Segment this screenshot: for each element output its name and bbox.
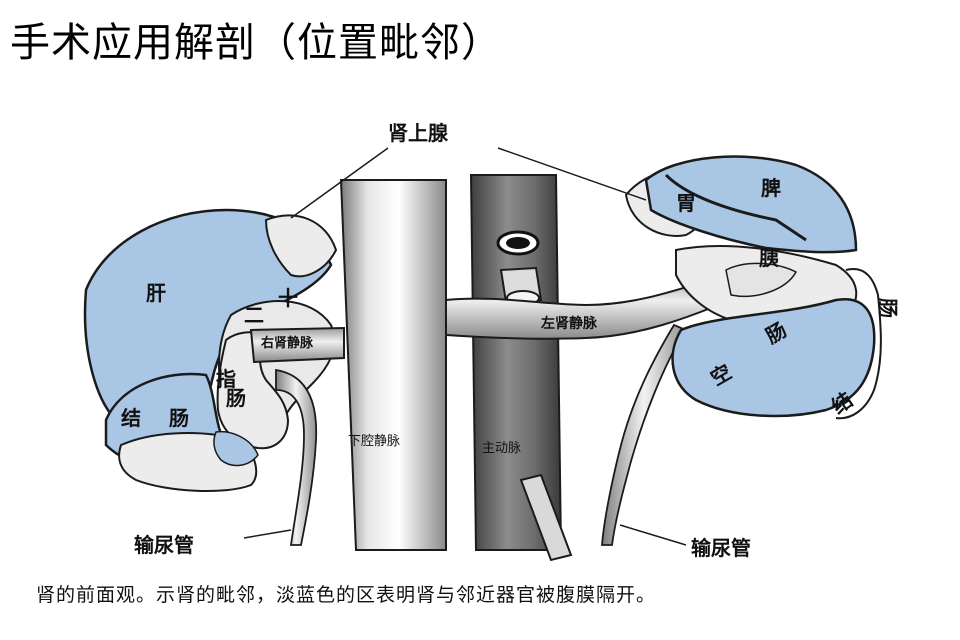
aorta — [469, 174, 573, 562]
label-stomach: 胃 — [676, 191, 696, 215]
label-duodenum-2: 二 — [244, 303, 264, 327]
label-colon-right-1: 结 — [121, 406, 141, 430]
label-duodenum-1: 十 — [278, 286, 298, 310]
inferior-vena-cava — [339, 179, 447, 551]
left-colon-edge — [835, 268, 882, 420]
stomach-divider — [664, 173, 807, 242]
left-kidney-region — [624, 155, 882, 420]
right-renal-vein — [249, 326, 345, 364]
label-ureter-right-side: 输尿管 — [134, 533, 194, 557]
kidney-anatomy-diagram: 肾上腺 肝 十 二 指 肠 结 肠 右肾静脉 左肾静脉 下腔静脉 主动脉 胃 脾… — [83, 121, 900, 562]
label-spleen: 脾 — [761, 176, 781, 200]
leader-lines — [243, 147, 687, 546]
label-pancreas: 胰 — [759, 246, 779, 270]
label-colon-left-2: 肠 — [876, 298, 900, 318]
right-adrenal — [264, 214, 338, 278]
label-duodenum-4: 肠 — [226, 386, 246, 410]
label-colon-right-2: 肠 — [169, 406, 189, 430]
slide-title: 手术应用解剖（位置毗邻） — [10, 20, 502, 66]
label-ivc: 下腔静脉 — [348, 434, 400, 449]
right-ureter — [275, 368, 318, 546]
inferior-mesenteric-artery — [519, 473, 573, 562]
label-ureter-left-side: 输尿管 — [691, 536, 751, 560]
pancreas-tail — [725, 262, 798, 297]
label-aorta: 主动脉 — [482, 441, 521, 456]
stomach-spleen-area — [644, 155, 858, 254]
label-right-renal-vein: 右肾静脉 — [260, 335, 314, 351]
figure-caption: 肾的前面观。示肾的毗邻，淡蓝色的区表明肾与邻近器官被腹膜隔开。 — [36, 584, 657, 606]
jejunum-area — [671, 297, 876, 418]
label-adrenal: 肾上腺 — [388, 121, 449, 145]
right-colon-blue-wedge — [213, 430, 259, 467]
left-ureter — [601, 323, 688, 546]
label-left-renal-vein: 左肾静脉 — [540, 315, 598, 332]
label-duodenum-3: 指 — [216, 367, 236, 391]
label-liver: 肝 — [146, 281, 166, 305]
